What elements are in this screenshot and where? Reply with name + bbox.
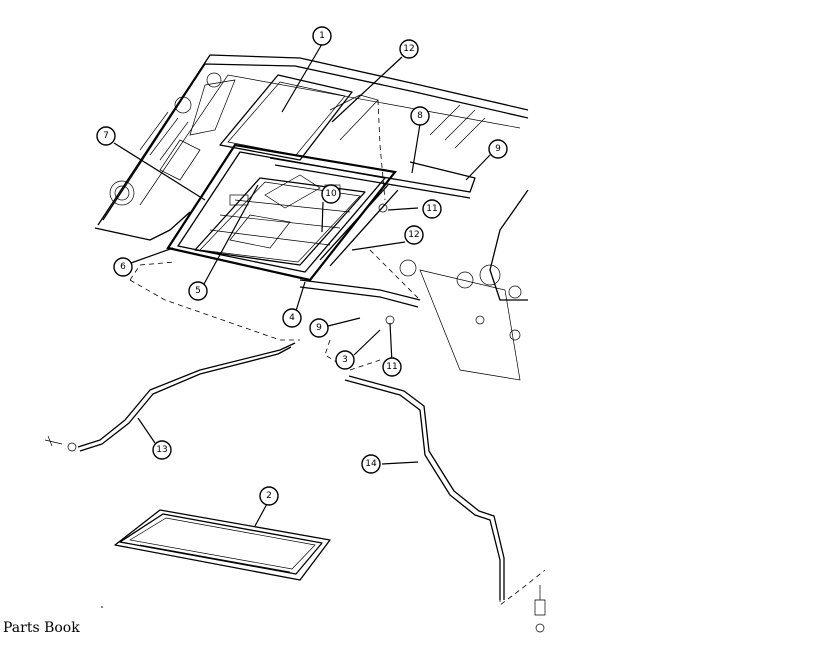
callout-9b: 9 (309, 318, 329, 338)
svg-text:4: 4 (289, 313, 295, 323)
fastener-11a (378, 203, 388, 213)
svg-text:11: 11 (386, 362, 397, 372)
svg-text:7: 7 (103, 131, 109, 141)
svg-text:9: 9 (495, 144, 501, 154)
svg-text:6: 6 (120, 262, 126, 272)
svg-text:2: 2 (266, 491, 272, 501)
guide-rails (269, 94, 476, 308)
callout-10: 10 (321, 184, 341, 204)
drain-hose-13 (44, 342, 296, 452)
svg-text:1: 1 (319, 31, 325, 41)
callout-14: 14 (361, 454, 381, 474)
callout-3: 3 (335, 350, 355, 370)
sunroof-module-frame (166, 143, 398, 282)
drain-hose-14 (344, 375, 546, 633)
svg-text:5: 5 (195, 286, 201, 296)
svg-text:14: 14 (365, 459, 377, 469)
svg-text:13: 13 (156, 445, 167, 455)
svg-text:8: 8 (417, 111, 423, 121)
stray-mark (101, 606, 103, 608)
callout-11b: 11 (382, 357, 402, 377)
callout-8: 8 (410, 106, 430, 126)
svg-text:12: 12 (403, 44, 414, 54)
callout-11a: 11 (422, 199, 442, 219)
svg-text:10: 10 (325, 189, 337, 199)
callout-12a: 12 (399, 39, 419, 59)
callout-12b: 12 (404, 225, 424, 245)
fastener-11b (385, 315, 395, 325)
svg-text:3: 3 (342, 355, 348, 365)
callout-7: 7 (96, 126, 116, 146)
callout-1: 1 (312, 26, 332, 46)
leader-lines (113, 43, 491, 527)
roof-panel (94, 54, 529, 381)
callout-2: 2 (259, 486, 279, 506)
svg-text:12: 12 (408, 230, 419, 240)
svg-text:9: 9 (316, 323, 322, 333)
callout-13: 13 (152, 440, 172, 460)
roof-opening (219, 74, 353, 161)
callout-4: 4 (282, 308, 302, 328)
callout-6: 6 (113, 257, 133, 277)
sunroof-seal (114, 509, 331, 581)
callout-9a: 9 (488, 139, 508, 159)
footer-label: Parts Book (3, 620, 80, 636)
svg-text:11: 11 (426, 204, 437, 214)
callout-5: 5 (188, 281, 208, 301)
